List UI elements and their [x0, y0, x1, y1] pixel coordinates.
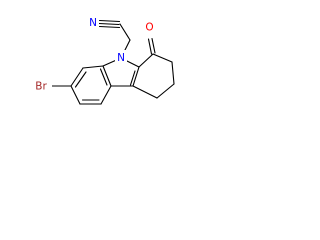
atom-label-ring-n: N	[117, 52, 125, 64]
nitrile-triple-bond-1	[98, 19, 121, 23]
atom-label-bromine: Br	[35, 81, 47, 93]
bond-c10-c11	[171, 61, 175, 85]
bond-c7-c6	[70, 85, 81, 105]
bond-c5-c4b	[100, 85, 112, 105]
bond-c12-c4a	[132, 85, 158, 99]
bond-ketone-2	[151, 37, 156, 54]
bond-c8a-c4a-double	[129, 70, 136, 86]
bond-c8a-c9	[138, 53, 154, 68]
bond-c8-c7-double	[74, 71, 87, 88]
bond-nitrile-c-ch2	[119, 23, 131, 41]
molecule-structure: N N O Br	[28, 14, 175, 105]
bond-c8b-c8	[82, 65, 104, 69]
bond-c8a-c4a	[132, 66, 140, 87]
atom-label-nitrile-n: N	[89, 17, 97, 29]
bond-c4b-c8b	[102, 65, 112, 87]
atom-ring-n: N	[115, 50, 127, 66]
atom-label-ketone-o: O	[145, 22, 153, 34]
atom-nitrile-n: N	[87, 14, 99, 32]
bond-c9-c10	[152, 53, 173, 63]
bond-c8-c7	[70, 67, 84, 87]
nitrile-triple-bond-3	[98, 25, 121, 29]
atom-bromine: Br	[28, 78, 52, 95]
nitrile-triple-bond-2	[98, 22, 120, 26]
bond-c4b-c8b-inner	[99, 68, 108, 86]
bond-c11-c12	[156, 83, 175, 99]
atom-ketone-o: O	[143, 19, 156, 36]
bond-ketone-1	[147, 38, 153, 55]
